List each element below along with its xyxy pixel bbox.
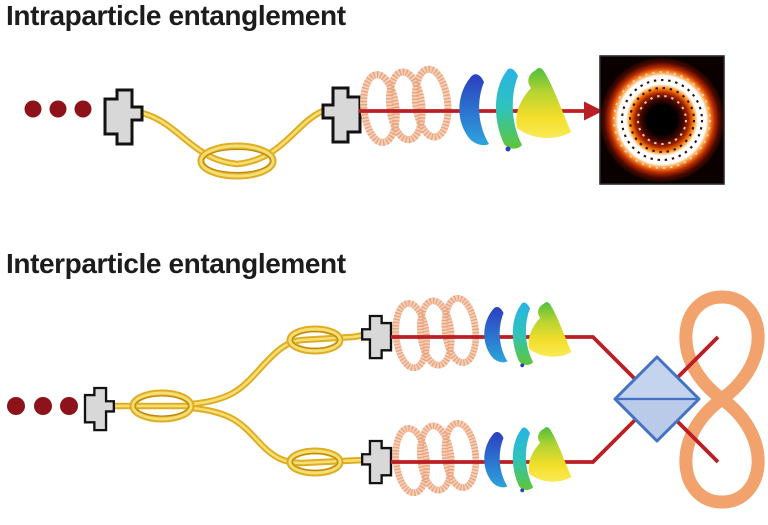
photon-dot <box>60 397 78 415</box>
fiber-splitter <box>110 325 367 477</box>
photon-dot <box>74 100 92 118</box>
fiber-connector <box>360 314 393 360</box>
photon-dot <box>7 397 25 415</box>
polarization-dash-ring <box>628 86 696 154</box>
fiber-loop <box>129 389 195 423</box>
polarization-dash-ring <box>613 71 711 169</box>
intraparticle-panel <box>24 55 725 185</box>
fiber-connector <box>321 86 362 144</box>
photon-dot <box>34 397 52 415</box>
photon-dots <box>24 100 92 118</box>
oam-helix-mode <box>484 302 572 368</box>
interparticle-title: Interparticle entanglement <box>6 248 346 279</box>
polarization-dash-ring <box>620 78 704 162</box>
fiber-connector <box>103 88 144 146</box>
fiber-connector <box>360 439 393 485</box>
beam-arrowhead <box>584 101 603 121</box>
fiber-connector <box>83 386 116 432</box>
vector-beam-donut-image <box>599 55 725 185</box>
polarization-dash-ring <box>637 95 687 145</box>
intraparticle-title: Intraparticle entanglement <box>6 0 346 31</box>
fiber-loop <box>197 142 277 180</box>
polarization-coil <box>393 422 479 495</box>
photon-dots <box>7 397 78 415</box>
polarization-coil <box>360 68 451 144</box>
fiber-loop <box>286 325 344 355</box>
polarization-coil <box>393 297 479 370</box>
oam-helix-mode <box>484 427 572 493</box>
entanglement-infinity-symbol <box>679 290 765 509</box>
beam-splitter-diamond <box>613 355 701 443</box>
optical-fiber <box>138 107 327 180</box>
fiber-loop <box>286 447 344 477</box>
photon-dot <box>24 100 42 118</box>
interparticle-panel <box>7 290 765 509</box>
photon-dot <box>49 100 67 118</box>
